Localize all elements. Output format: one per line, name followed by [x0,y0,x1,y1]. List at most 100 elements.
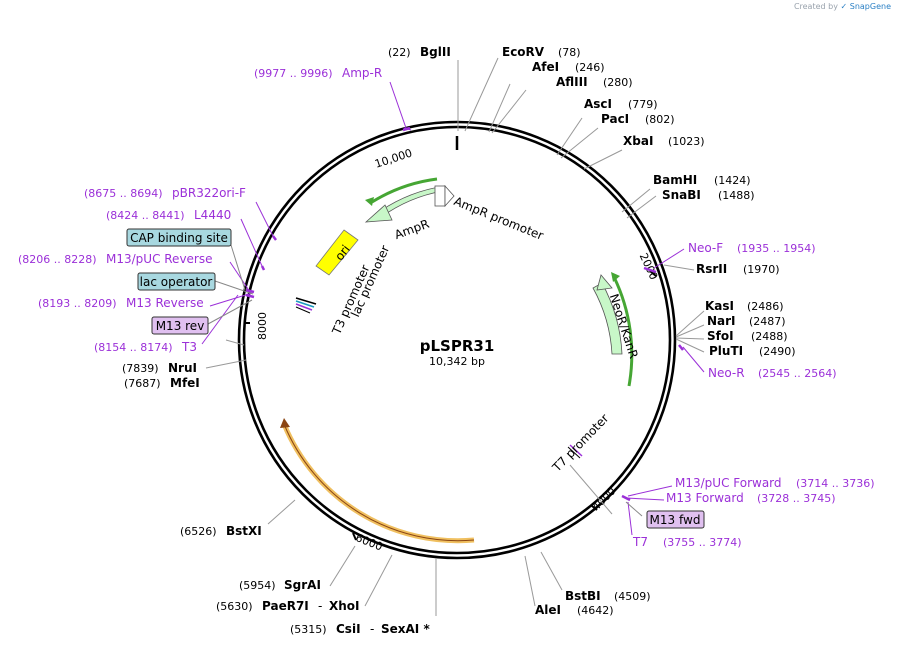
enzyme-afei[interactable]: AfeI [532,60,559,74]
orange-feature-arrowhead [280,418,290,428]
t7-primer-mark [569,444,583,457]
lac-operator-mark [295,300,315,308]
primer-ampr[interactable]: Amp-R [342,66,382,80]
primer-t3[interactable]: T3 [181,340,197,354]
primer-l4440[interactable]: L4440 [194,208,231,222]
enzyme-pos-bamhi: (1424) [714,174,751,187]
enzyme-kasi[interactable]: KasI [705,299,734,313]
enzyme-pos-afliii: (280) [603,76,633,89]
enzyme-pos-alei: (4642) [577,604,614,617]
enzyme-pos-snabi: (1488) [718,189,755,202]
lac-operator-box[interactable] [137,272,216,291]
enzyme-pluti[interactable]: PluTI [709,344,743,358]
enzyme-pos-afei: (246) [575,61,605,74]
tick-6000 [352,532,357,541]
enzyme-pos-ecorv: (78) [558,46,581,59]
enzyme-asci[interactable]: AscI [584,97,612,111]
ampr-promoter-arrow [444,184,455,208]
ampr-arrowhead [364,204,393,223]
cap-binding-label: CAP binding site [130,231,228,245]
enzyme-alei[interactable]: AleI [535,603,561,617]
primer-neo-f[interactable]: Neo-F [688,241,723,255]
enzyme-ecorv[interactable]: EcoRV [502,45,545,59]
primer-range-m13-rev: (8193 .. 8209) [38,297,117,310]
cap-binding-box[interactable] [126,228,232,247]
primer-m13-rev[interactable]: M13 Reverse [126,296,204,310]
enzyme-bglii[interactable]: BglII [420,45,451,59]
enzyme-pos-nari: (2487) [749,315,786,328]
tick-label-8000: 8000 [256,312,269,340]
lac-operator-label: lac operator [140,275,213,289]
enzyme-xhoi[interactable]: XhoI [329,599,360,613]
enzyme-pos-sgrai: (5954) [239,579,276,592]
enzyme-sgrai[interactable]: SgrAI [284,578,321,592]
enzyme-pos-bglii: (22) [388,46,411,59]
plasmid-size: 10,342 bp [429,355,485,368]
enzyme-bstbi[interactable]: BstBI [565,589,601,603]
snapgene-credit: Created by ✓ SnapGene [794,2,891,11]
primer-range-ampr: (9977 .. 9996) [254,67,333,80]
primer-m13puc-fwd[interactable]: M13/pUC Forward [675,476,782,490]
enzyme-labels-left: (5315) CsiI - SexAI * (5630) PaeR7I - Xh… [122,361,430,636]
primer-m13-fwd[interactable]: M13 Forward [666,491,744,505]
backbone-outer [237,120,677,560]
enzyme-pos-sfoi: (2488) [751,330,788,343]
enzyme-pos-asci: (779) [628,98,658,111]
enzyme-leaders [205,57,705,616]
plasmid-name: pLSPR31 [420,337,495,355]
tick-label-10000: 10,000 [373,146,414,170]
enzyme-pos-pluti: (2490) [759,345,796,358]
tick-label-6000: 6000 [354,531,385,554]
primer-pbr322ori[interactable]: pBR322ori-F [172,186,246,200]
primer-range-m13puc-rev: (8206 .. 8228) [18,253,97,266]
tick-label-4000: 4000 [589,485,618,514]
primer-range-pbr322ori: (8675 .. 8694) [84,187,163,200]
primer-range-neo-r: (2545 .. 2564) [758,367,837,380]
enzyme-pos-paer7i: (5630) [216,600,253,613]
enzyme-sfoi[interactable]: SfoI [707,329,734,343]
primer-range-m13puc-fwd: (3714 .. 3736) [796,477,875,490]
primer-range-t3: (8154 .. 8174) [94,341,173,354]
enzyme-labels-right: (22) BglII EcoRV (78) AfeI (246) AflIII … [388,45,796,617]
ampr-promoter-box [434,185,446,207]
tick-2000 [649,270,657,277]
credit-prefix: Created by [793,2,838,11]
enzyme-pos-bstxi: (6526) [180,525,217,538]
primer-leaders [201,81,705,536]
enzyme-nari[interactable]: NarI [707,314,736,328]
neor-band [592,282,623,355]
primer-labels: (9977 .. 9996) Amp-R (8675 .. 8694) pBR3… [18,66,875,549]
enzyme-mfei[interactable]: MfeI [170,376,200,390]
credit-brand: SnapGene [849,2,891,11]
neor-orf-line [612,276,634,387]
enzyme-csii[interactable]: CsiI [336,622,361,636]
enzyme-rsrii[interactable]: RsrII [696,262,727,276]
primer-t7[interactable]: T7 [632,535,648,549]
snapgene-logo-icon: ✓ [840,2,848,11]
enzyme-bamhi[interactable]: BamHI [653,173,697,187]
enzyme-pos-paci: (802) [645,113,675,126]
primer-m13puc-rev[interactable]: M13/pUC Reverse [106,252,213,266]
m13-fwd-label: M13 fwd [650,513,701,527]
m13-rev-box[interactable] [151,316,209,335]
neor-orf-arrowhead [611,272,620,282]
enzyme-paer7i[interactable]: PaeR7I [262,599,309,613]
ori-band [315,229,359,276]
enzyme-bstxi[interactable]: BstXI [226,524,262,538]
orange-feature-line [283,423,475,542]
enzyme-paci[interactable]: PacI [601,112,629,126]
enzyme-snabi[interactable]: SnaBI [662,188,701,202]
backbone-inner [242,125,672,555]
lac-promoter-mark [295,297,317,305]
enzyme-xbai[interactable]: XbaI [623,134,653,148]
dash-paer7i: - [318,599,322,613]
primer-range-neo-f: (1935 .. 1954) [737,242,816,255]
enzyme-pos-nrui: (7839) [122,362,159,375]
primer-range-m13-fwd: (3728 .. 3745) [757,492,836,505]
enzyme-sexai[interactable]: SexAI * [381,622,430,636]
primer-neo-r[interactable]: Neo-R [708,366,745,380]
enzyme-afliii[interactable]: AflIII [556,75,588,89]
m13-fwd-box[interactable] [646,510,705,529]
enzyme-nrui[interactable]: NruI [168,361,197,375]
